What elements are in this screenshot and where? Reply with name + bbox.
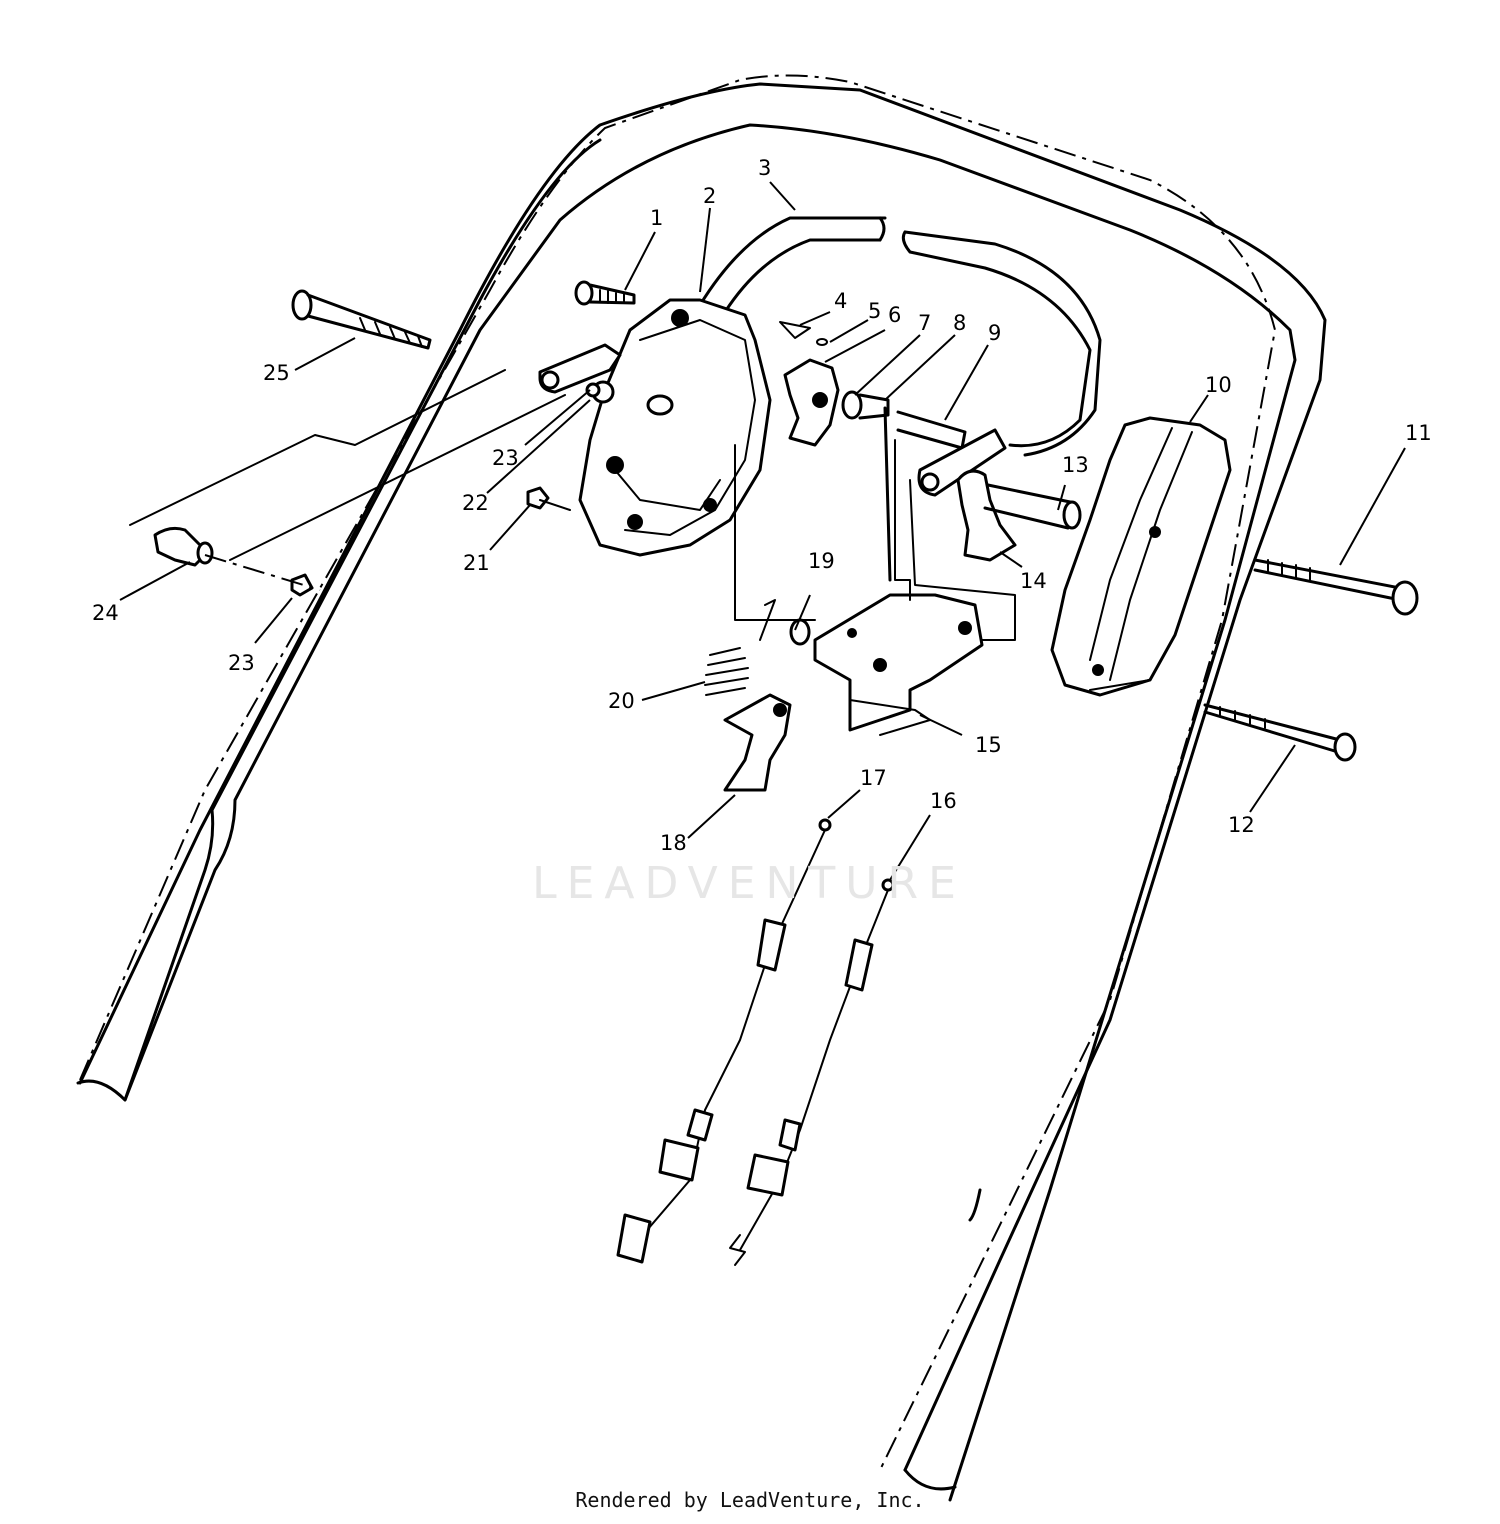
assembly-lines xyxy=(129,369,1151,691)
lever-18 xyxy=(723,693,792,792)
part-label-1: 1 xyxy=(650,206,663,230)
nut-21 xyxy=(526,486,550,510)
part-label-19: 19 xyxy=(808,549,835,573)
washer-22 xyxy=(585,380,615,404)
part-label-6: 6 xyxy=(888,303,901,327)
part-label-21: 21 xyxy=(463,551,490,575)
part-label-10: 10 xyxy=(1205,373,1232,397)
knob-24 xyxy=(153,526,214,567)
pin-4 xyxy=(779,321,811,339)
part-label-12: 12 xyxy=(1228,813,1255,837)
part-label-7: 7 xyxy=(918,311,931,335)
part-label-4: 4 xyxy=(834,289,847,313)
part-label-14: 14 xyxy=(1020,569,1047,593)
screw-1 xyxy=(574,280,636,306)
cam-6 xyxy=(783,358,840,447)
bolt-25 xyxy=(291,289,432,350)
control-bail xyxy=(698,216,1102,457)
part-label-3: 3 xyxy=(758,156,771,180)
bushing-7 xyxy=(841,390,863,420)
control-housing xyxy=(578,298,772,557)
spacer-13 xyxy=(983,483,1082,530)
part-label-17: 17 xyxy=(860,766,887,790)
bolt-11 xyxy=(1253,558,1419,616)
upper-handle xyxy=(76,74,1327,1502)
part-label-23b: 23 xyxy=(228,651,255,675)
part-label-18: 18 xyxy=(660,831,687,855)
part-label-11: 11 xyxy=(1405,421,1432,445)
part-labels: 1 2 3 4 5 6 7 8 9 10 11 12 13 14 15 16 1… xyxy=(92,156,1432,855)
part-label-24: 24 xyxy=(92,601,119,625)
washer-19 xyxy=(789,618,811,646)
part-label-16: 16 xyxy=(930,789,957,813)
spring-20 xyxy=(704,599,776,696)
cable-17 xyxy=(616,818,832,1264)
bracket-15 xyxy=(813,593,984,736)
cable-16 xyxy=(729,878,895,1266)
link-14 xyxy=(917,428,1017,562)
washer-5 xyxy=(816,338,828,346)
part-label-2: 2 xyxy=(703,184,716,208)
part-label-9: 9 xyxy=(988,321,1001,345)
part-label-22: 22 xyxy=(462,491,489,515)
shaft-8 xyxy=(858,393,892,582)
bolt-12 xyxy=(1203,703,1357,762)
part-label-25: 25 xyxy=(263,361,290,385)
part-label-8: 8 xyxy=(953,311,966,335)
part-label-13: 13 xyxy=(1062,453,1089,477)
pivot-link xyxy=(538,343,622,394)
footer-credit: Rendered by LeadVenture, Inc. xyxy=(575,1488,925,1512)
part-label-20: 20 xyxy=(608,689,635,713)
rod-9 xyxy=(896,410,967,450)
part-label-23a: 23 xyxy=(492,446,519,470)
part-label-5: 5 xyxy=(868,299,881,323)
part-label-15: 15 xyxy=(975,733,1002,757)
leader-lines xyxy=(119,181,1406,881)
